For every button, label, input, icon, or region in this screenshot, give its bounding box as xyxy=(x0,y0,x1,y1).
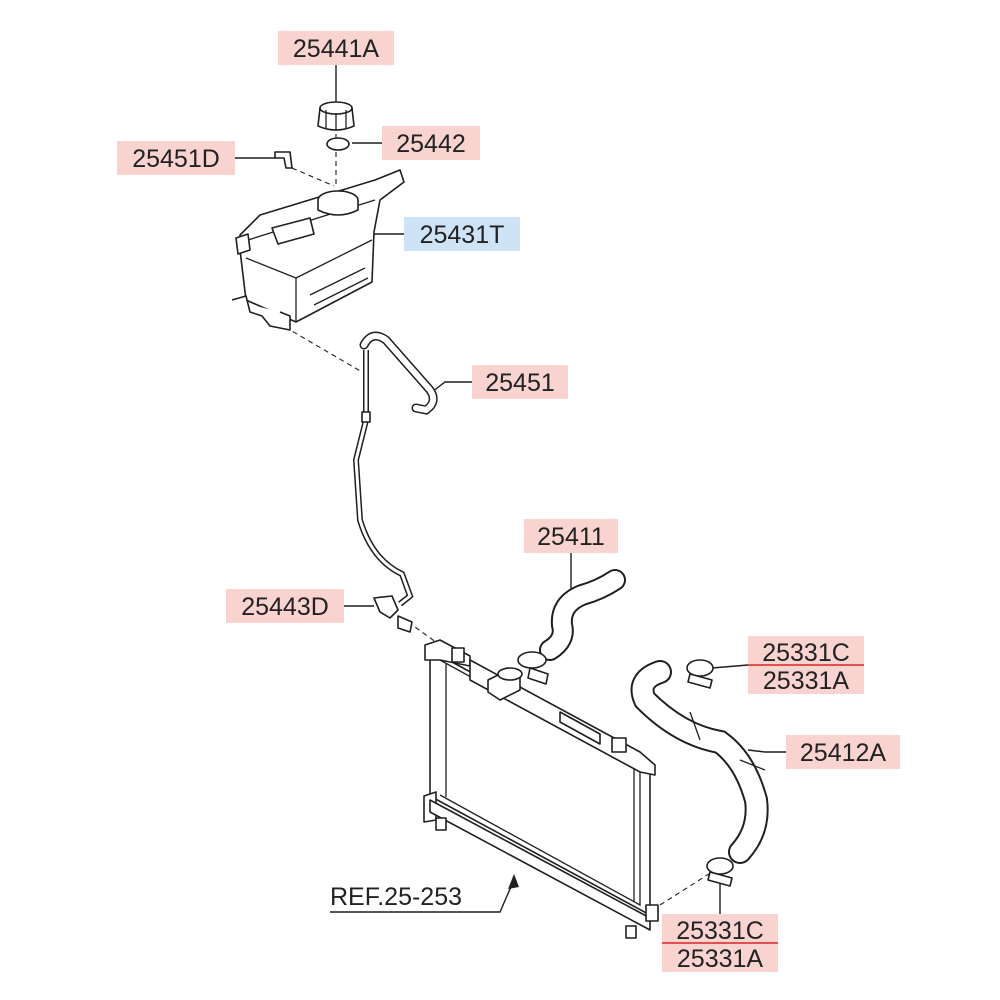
radiator xyxy=(423,639,659,939)
bracket-clip xyxy=(274,151,293,169)
label-lower-hose[interactable]: 25412A xyxy=(786,735,900,769)
coolant-reservoir xyxy=(231,169,405,331)
label-overflow-hose[interactable]: 25451 xyxy=(472,365,568,399)
label-reservoir-bg xyxy=(404,217,520,251)
leader-lines xyxy=(235,65,786,914)
label-upper-hose-text: 25411 xyxy=(537,523,605,551)
clamp-top xyxy=(686,659,714,689)
label-hose-clip-bg xyxy=(226,589,344,623)
label-clamp-top-a-text: 25331A xyxy=(763,667,850,695)
label-clamp-bottom-c-text: 25331C xyxy=(676,917,764,945)
label-oring-bg xyxy=(382,126,480,160)
label-hose-clip[interactable]: 25443D xyxy=(226,589,344,623)
clamp-bottom xyxy=(706,857,734,887)
label-oring[interactable]: 25442 xyxy=(382,126,480,160)
label-bracket[interactable]: 25451D xyxy=(117,141,235,175)
label-lower-hose-bg xyxy=(786,735,900,769)
label-reservoir-text: 25431T xyxy=(420,221,505,249)
label-cap-bg xyxy=(278,31,394,65)
label-oring-text: 25442 xyxy=(396,130,466,158)
label-bracket-bg xyxy=(117,141,235,175)
label-overflow-hose-bg xyxy=(472,365,568,399)
o-ring xyxy=(326,137,350,151)
label-reservoir[interactable]: 25431T xyxy=(404,217,520,251)
hose-clip xyxy=(373,595,413,633)
label-upper-hose-bg xyxy=(524,519,618,553)
assembly-dash-lines xyxy=(284,134,713,906)
label-clamp-bottom-a-text: 25331A xyxy=(677,945,764,973)
lower-radiator-hose xyxy=(630,660,769,864)
label-cap-text: 25441A xyxy=(293,35,380,63)
label-hose-clip-text: 25443D xyxy=(241,593,329,621)
label-overflow-hose-text: 25451 xyxy=(485,369,555,397)
label-cap[interactable]: 25441A xyxy=(278,31,394,65)
upper-radiator-hose xyxy=(517,569,626,685)
label-lower-hose-text: 25412A xyxy=(800,739,887,767)
label-upper-hose[interactable]: 25411 xyxy=(524,519,618,553)
label-bracket-text: 25451D xyxy=(132,145,220,173)
label-clamp-bottom[interactable]: 25331C 25331A xyxy=(662,914,778,973)
overflow-hose xyxy=(352,331,438,607)
label-clamp-top-c-text: 25331C xyxy=(762,639,850,667)
label-clamp-top[interactable]: 25331C 25331A xyxy=(748,636,864,695)
reference-text: REF.25-253 xyxy=(330,883,462,911)
radiator-cap xyxy=(317,101,355,131)
